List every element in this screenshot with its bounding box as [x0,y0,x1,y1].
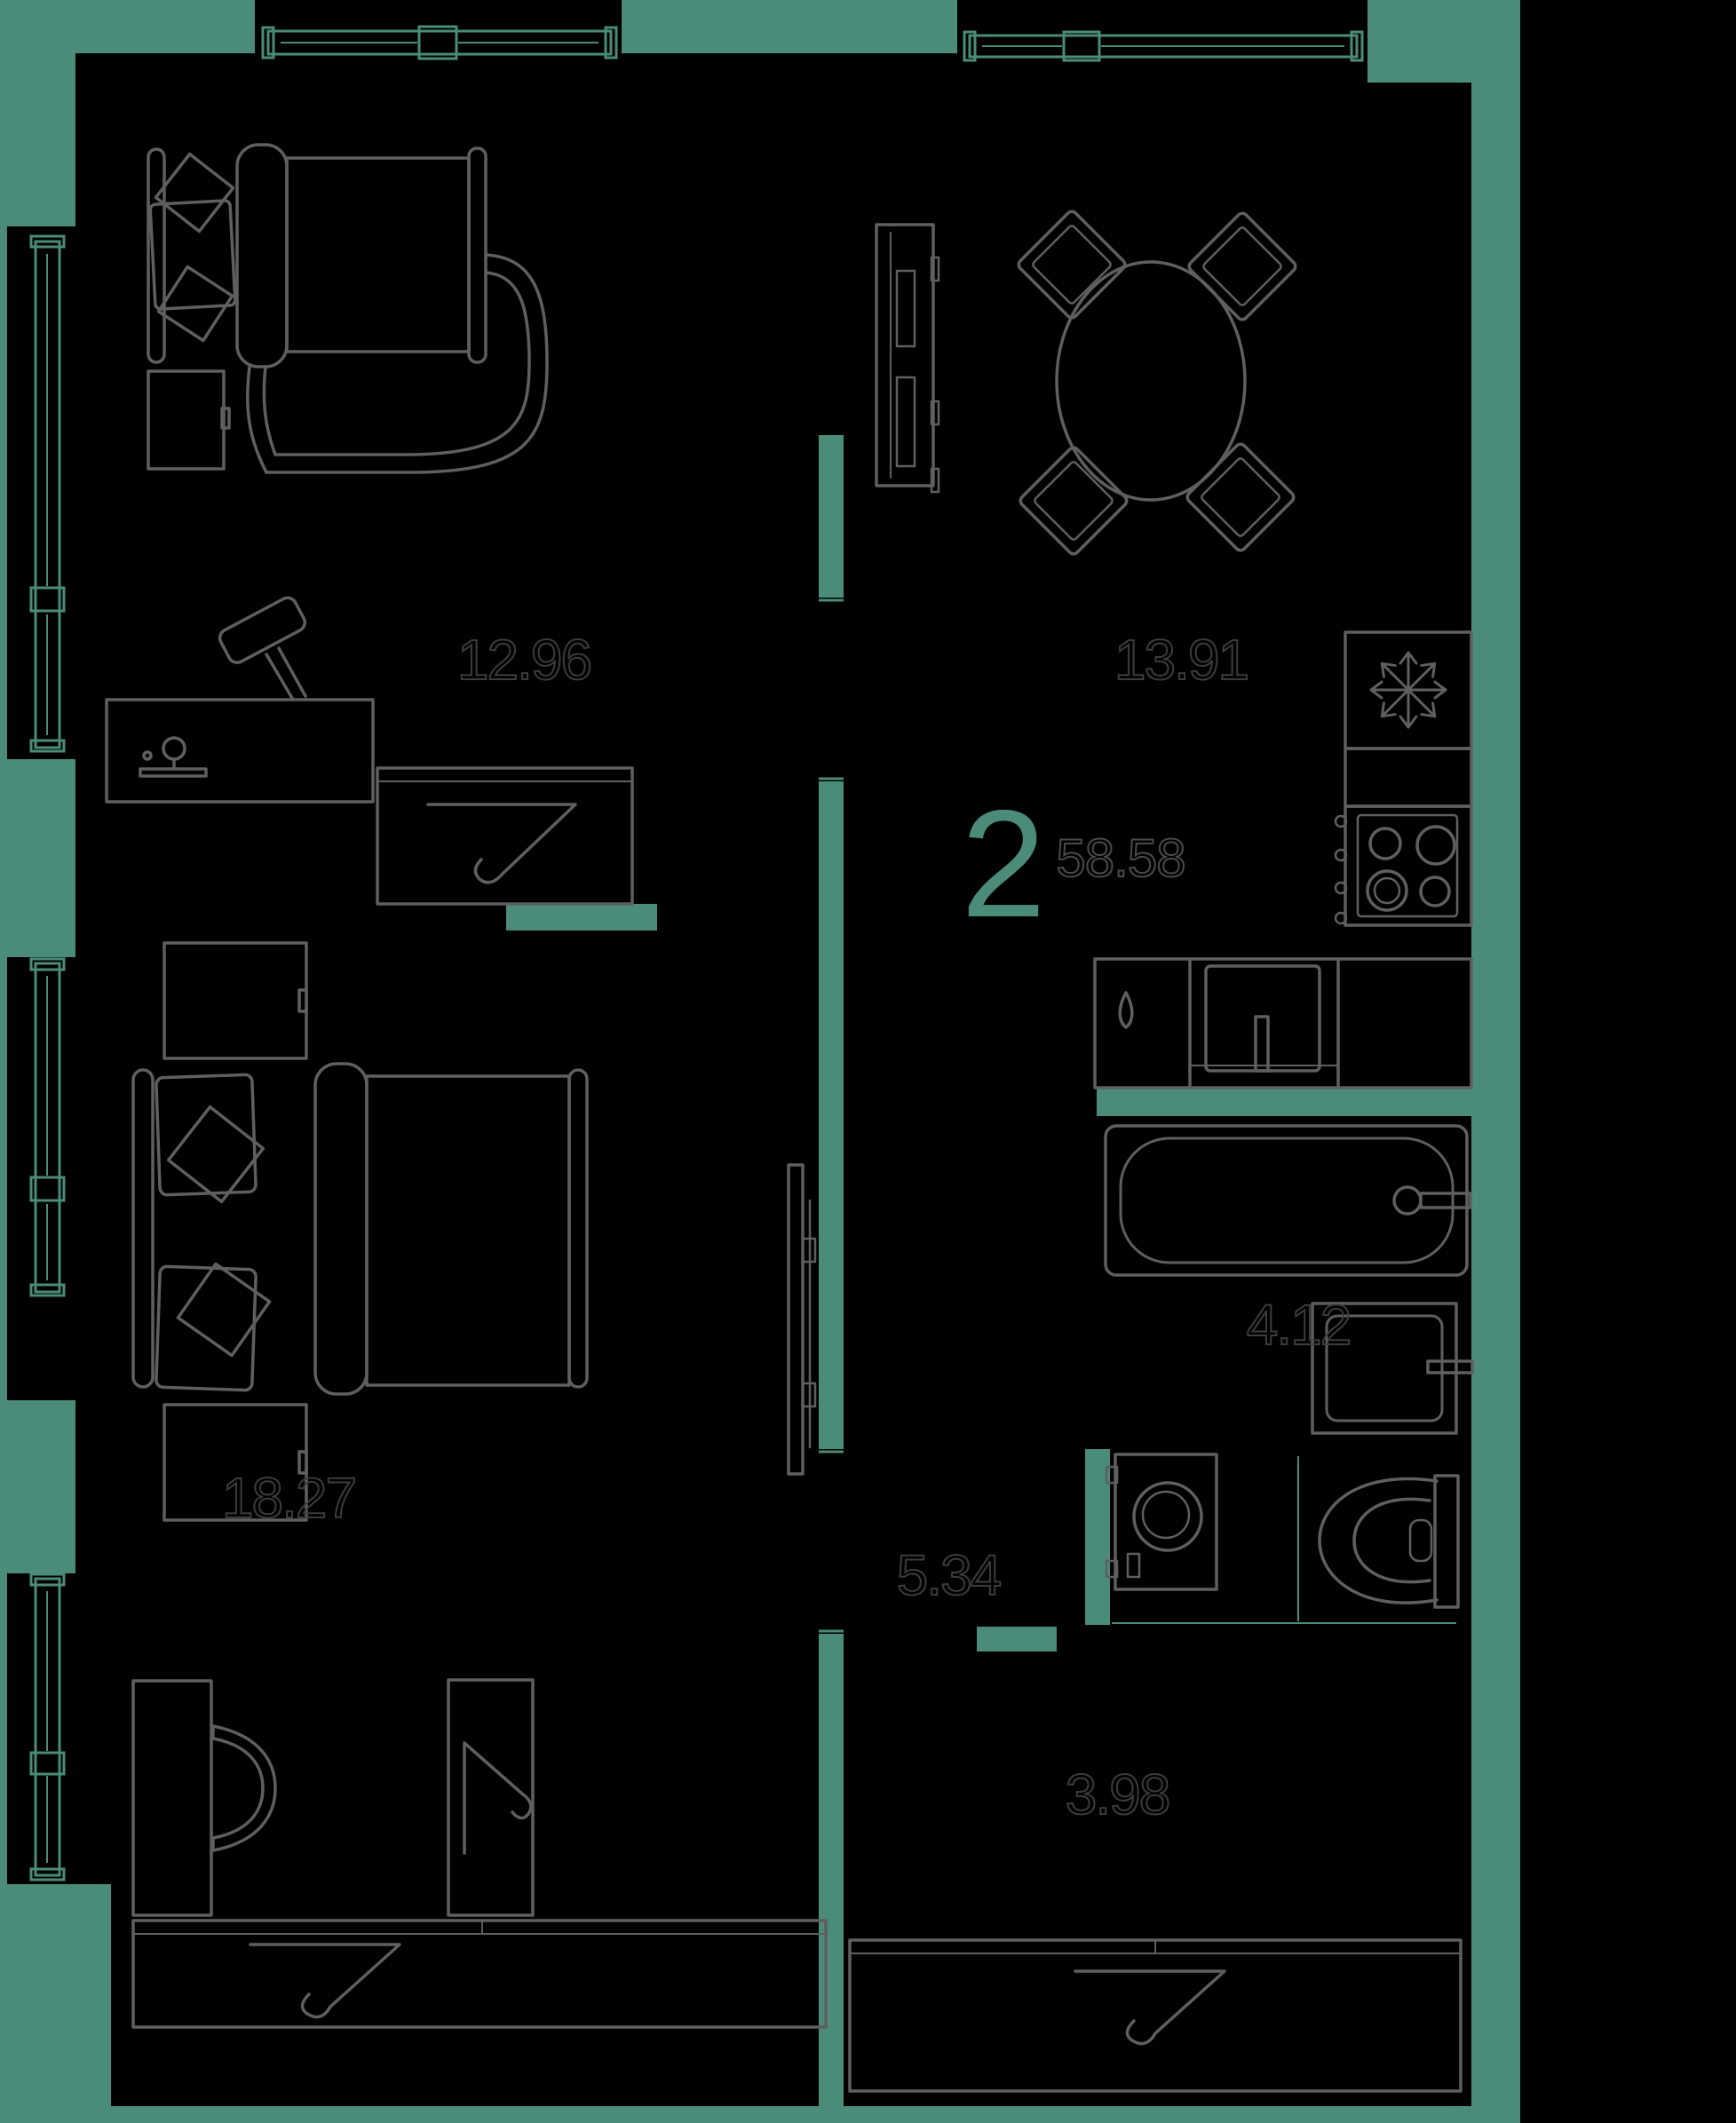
nightstand-icon [163,941,308,1060]
right-void [1520,0,1736,2123]
wardrobe-hanger-icon [131,1919,828,2029]
pillow-icon [176,1262,272,1358]
vanity-mirror-icon [162,736,186,761]
room-area-living: 12.96 [456,628,593,692]
dining-table-icon [1055,260,1247,502]
rooms-count: 2 [961,779,1046,949]
window-icon [963,30,1364,62]
kitchen-cabinet [1344,747,1473,808]
washing-machine-icon [1105,1453,1218,1591]
desk-lamp-icon [218,596,307,701]
window-bump-left-1 [7,226,75,759]
pillow-icon [155,1264,258,1392]
double-bed-icon [131,1062,589,1396]
desk-chair-icon [211,1724,277,1852]
tv-cabinet-icon [875,223,940,494]
bathtub-icon [1104,1124,1472,1277]
stove-burners-icon [1334,804,1473,927]
pillow-icon [155,1073,258,1197]
door-opening [819,598,1456,1633]
wall-corridor-middle [819,781,844,1449]
nightstand-icon [147,369,231,471]
room-area-corridor: 5.34 [896,1543,1003,1607]
nightstand-icon [163,1403,308,1522]
window-bump-top-2 [957,0,1367,53]
toilet-icon [1318,1474,1460,1609]
wall-bathroom-hallway [977,1627,1057,1652]
room-area-bedroom: 18.27 [221,1466,358,1530]
room-area-kitchen: 13.91 [1114,628,1250,692]
sofa-bed-icon [147,143,549,474]
window-icon [261,25,618,60]
pillow-icon [154,152,235,234]
tv-icon [787,1163,817,1476]
wardrobe-hanger-icon [447,1678,535,1917]
wall-living-bedroom [506,904,657,931]
wall-stub-left [7,1301,75,1400]
apartment-body [75,53,1471,2106]
wall-kitchen-bathroom [1097,1088,1471,1116]
window-icon [29,234,66,753]
dining-chair-icon [1017,210,1127,320]
bottom-left-background [0,1884,111,2123]
room-area-bathroom: 4.12 [1246,1293,1353,1357]
window-bump-left-3 [7,1573,75,1884]
washbasin-icon [1311,1302,1474,1435]
kitchen-counter [1093,957,1473,1089]
window-bump-left-2 [7,957,75,1301]
window-icon [29,957,66,1297]
drop-handle-icon [1118,991,1134,1029]
fridge-snowflake-icon [1344,630,1473,750]
desk-icon [131,1679,213,1917]
room-area-hallway: 3.98 [1065,1763,1172,1826]
pillow-icon [156,265,234,343]
kitchen-sink-icon [1204,964,1321,1073]
total-area: 58.58 [1055,828,1186,888]
dining-chair-icon [1185,442,1296,552]
wall-corridor-upper [819,435,844,598]
vanity-table-icon [105,698,375,804]
bottom-background-strip [0,2106,1471,2123]
wardrobe-hanger-icon [376,766,634,906]
dining-chair-icon [1019,446,1129,556]
top-right-background [1367,0,1520,83]
dining-chair-icon [1187,211,1297,321]
pillow-icon [166,1105,266,1204]
wardrobe-hanger-icon [848,1938,1463,2093]
window-icon [29,1572,66,1881]
